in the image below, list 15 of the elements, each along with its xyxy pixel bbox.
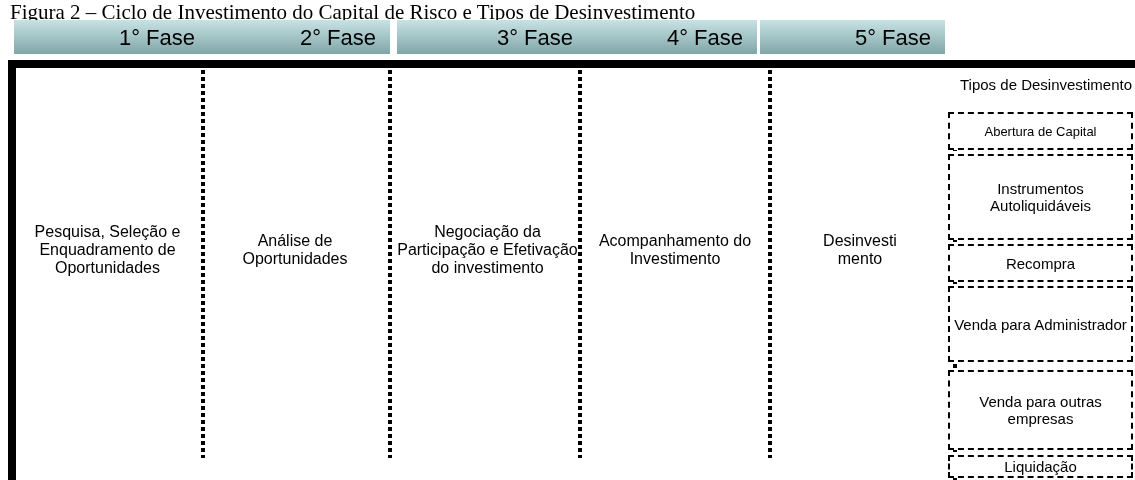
stage-label: Pesquisa, Seleção e Enquadramento de Oportunidades — [33, 223, 182, 277]
stage-label: Negociação da Participação e Efetivação do investimento — [396, 223, 579, 277]
phase-tab: 3° Fase — [397, 20, 587, 54]
divestment-type-box: Venda para outras empresas — [948, 370, 1133, 450]
section-heading: Tipos de Desinvestimento — [960, 76, 1132, 93]
divestment-type-box: Instrumentos Autoliquidáveis — [948, 154, 1133, 240]
stage-label: Análise de Oportunidades — [241, 232, 349, 268]
divestment-type-box: Liquidação — [948, 455, 1133, 478]
divestment-type-box: Venda para Administrador — [948, 286, 1133, 362]
divestment-type-box: Abertura de Capital — [948, 112, 1133, 150]
divestment-type-box: Recompra — [948, 244, 1133, 282]
phase-tab: 5° Fase — [760, 20, 945, 54]
phase-tab: 4° Fase — [587, 20, 757, 54]
stage-label: Desinvesti mento — [822, 232, 898, 268]
stage-label: Acompanhamento do Investimento — [597, 232, 753, 268]
